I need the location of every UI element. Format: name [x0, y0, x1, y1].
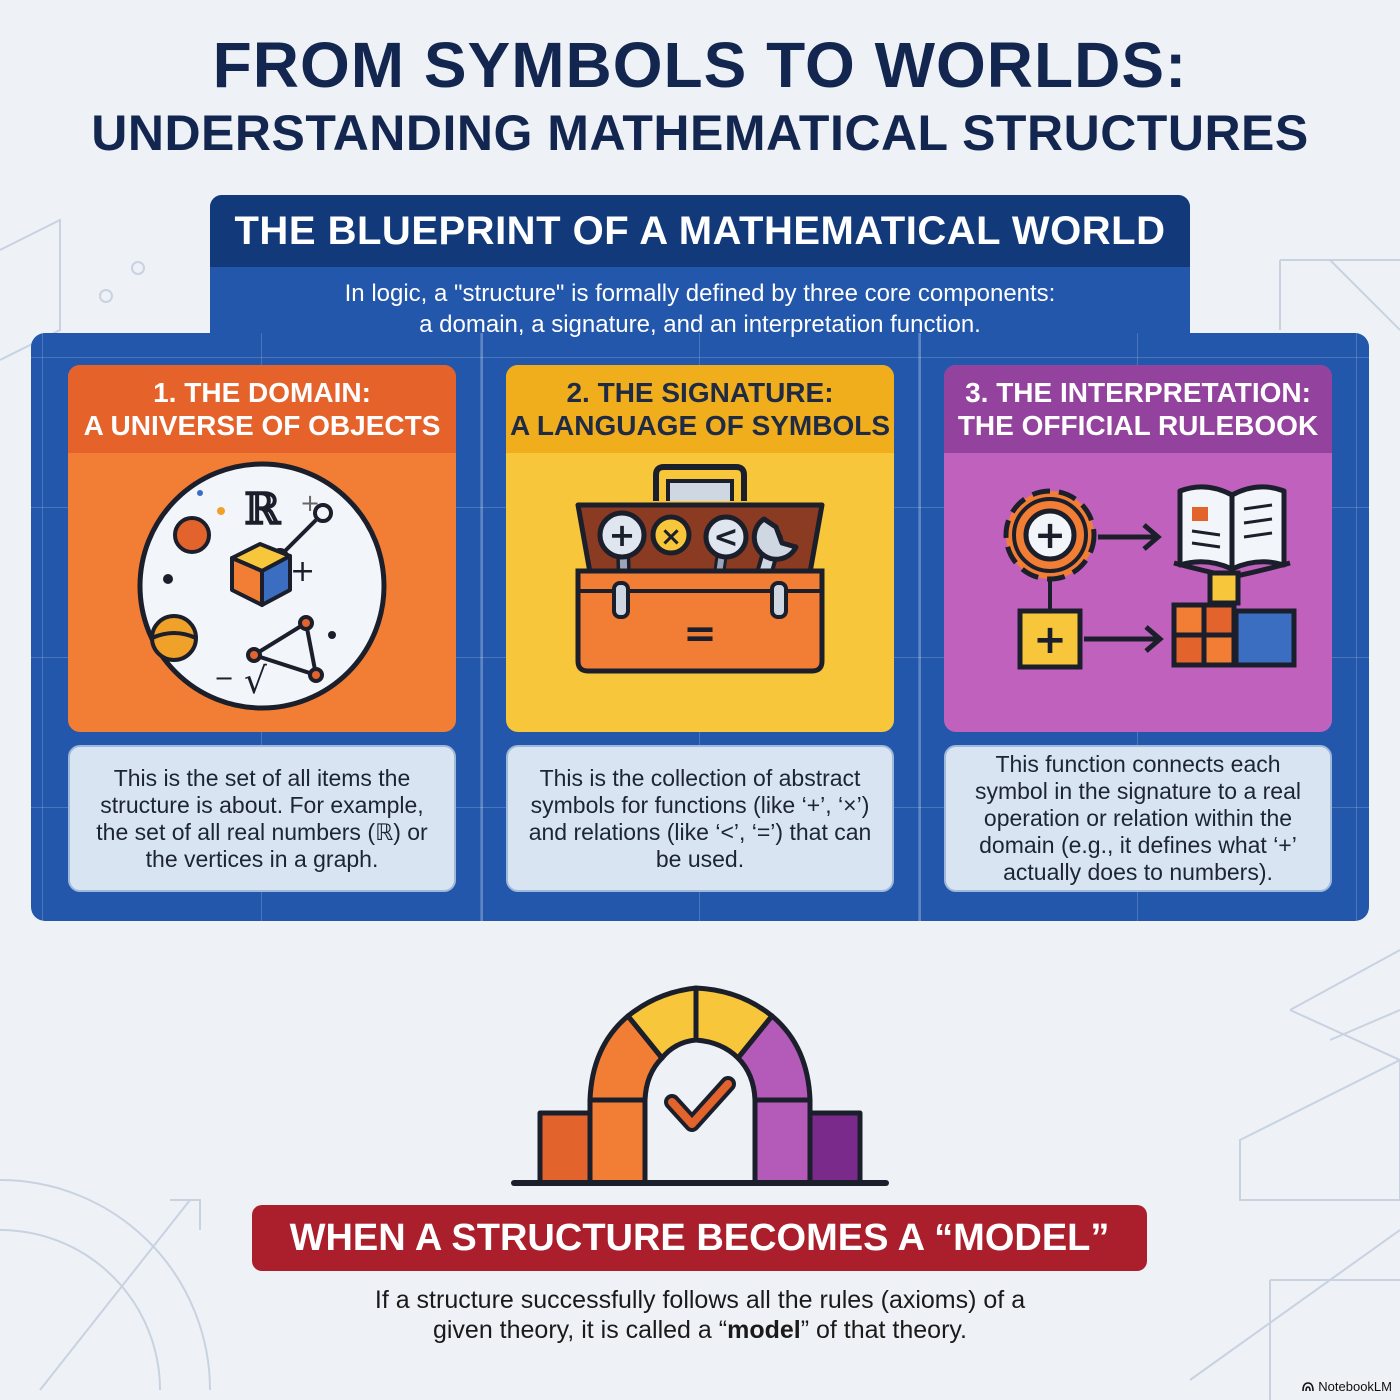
interpretation-card-title: 3. THE INTERPRETATION: THE OFFICIAL RULE…	[944, 365, 1332, 453]
plus-glyph: +	[1033, 617, 1067, 663]
arch-check-icon	[511, 985, 889, 1186]
root-glyph: √	[244, 661, 267, 702]
model-description: If a structure successfully follows all …	[300, 1285, 1100, 1345]
signature-title-line-2: A LANGUAGE OF SYMBOLS	[509, 410, 891, 441]
minus-glyph: −	[214, 664, 234, 692]
plus-glyph: +	[609, 516, 636, 554]
arrow-icon	[1098, 523, 1162, 551]
signature-title-line-1: 2. THE SIGNATURE:	[566, 377, 834, 408]
cube-icon	[230, 542, 292, 607]
panel-divider	[919, 333, 921, 921]
model-text-line-1: If a structure successfully follows all …	[374, 1286, 1026, 1314]
signature-card-title: 2. THE SIGNATURE: A LANGUAGE OF SYMBOLS	[506, 365, 894, 453]
title-line-1: FROM SYMBOLS TO WORLDS:	[212, 29, 1188, 101]
interpretation-title-line-1: 3. THE INTERPRETATION:	[965, 377, 1311, 408]
model-text-line-2: given theory, it is called a “model” of …	[300, 1315, 1100, 1345]
real-numbers-glyph: ℝ	[244, 484, 282, 535]
domain-card-title: 1. THE DOMAIN: A UNIVERSE OF OBJECTS	[68, 365, 456, 453]
domain-title-line-1: 1. THE DOMAIN:	[153, 377, 371, 408]
plus-glyph: +	[1034, 513, 1066, 557]
plus-glyph: +	[290, 554, 315, 589]
model-keyword: model	[727, 1316, 801, 1344]
rulebook-icon: + +	[1003, 484, 1297, 670]
gear-icon: +	[1003, 488, 1097, 582]
title-line-2: UNDERSTANDING MATHEMATICAL STRUCTURES	[91, 105, 1309, 162]
equals-glyph: =	[683, 611, 717, 657]
panel-divider	[481, 333, 483, 921]
signature-description: This is the collection of abstract symbo…	[506, 745, 894, 892]
open-book-icon	[1173, 484, 1291, 580]
sphere-icon	[173, 516, 211, 554]
model-text-part: given theory, it is called a “	[432, 1316, 728, 1344]
blocks-icon	[1171, 570, 1297, 668]
interpretation-title-line-2: THE OFFICIAL RULEBOOK	[957, 410, 1319, 441]
arrow-icon	[1084, 625, 1164, 653]
interpretation-description: This function connects each symbol in th…	[944, 745, 1332, 892]
toolbox-icon: + × < =	[575, 464, 825, 674]
interpretation-card: 3. THE INTERPRETATION: THE OFFICIAL RULE…	[944, 365, 1332, 732]
domain-title-line-2: A UNIVERSE OF OBJECTS	[83, 410, 441, 441]
blueprint-intro-line-2: a domain, a signature, and an interpreta…	[419, 311, 981, 338]
signature-card: 2. THE SIGNATURE: A LANGUAGE OF SYMBOLS …	[506, 365, 894, 732]
triangle-graph-icon	[246, 615, 324, 683]
domain-description: This is the set of all items the structu…	[68, 745, 456, 892]
brand-watermark: NotebookLM	[1302, 1379, 1392, 1394]
blueprint-intro-line-1: In logic, a "structure" is formally defi…	[344, 280, 1056, 307]
universe-circle-icon: ℝ + + − √	[137, 461, 387, 711]
half-sphere-icon	[150, 614, 198, 662]
less-than-glyph: <	[713, 520, 738, 555]
brand-label: NotebookLM	[1318, 1379, 1392, 1394]
model-text-part: ” of that theory.	[800, 1316, 968, 1344]
plus-block-icon: +	[1017, 608, 1083, 670]
blueprint-intro: In logic, a "structure" is formally defi…	[230, 278, 1170, 340]
domain-card: 1. THE DOMAIN: A UNIVERSE OF OBJECTS ℝ +…	[68, 365, 456, 732]
blueprint-heading: THE BLUEPRINT OF A MATHEMATICAL WORLD	[210, 195, 1190, 267]
notebooklm-logo-icon	[1302, 1381, 1315, 1391]
page-title: FROM SYMBOLS TO WORLDS: UNDERSTANDING MA…	[0, 29, 1400, 162]
model-heading: WHEN A STRUCTURE BECOMES A “MODEL”	[252, 1205, 1147, 1271]
times-glyph: ×	[660, 522, 682, 552]
